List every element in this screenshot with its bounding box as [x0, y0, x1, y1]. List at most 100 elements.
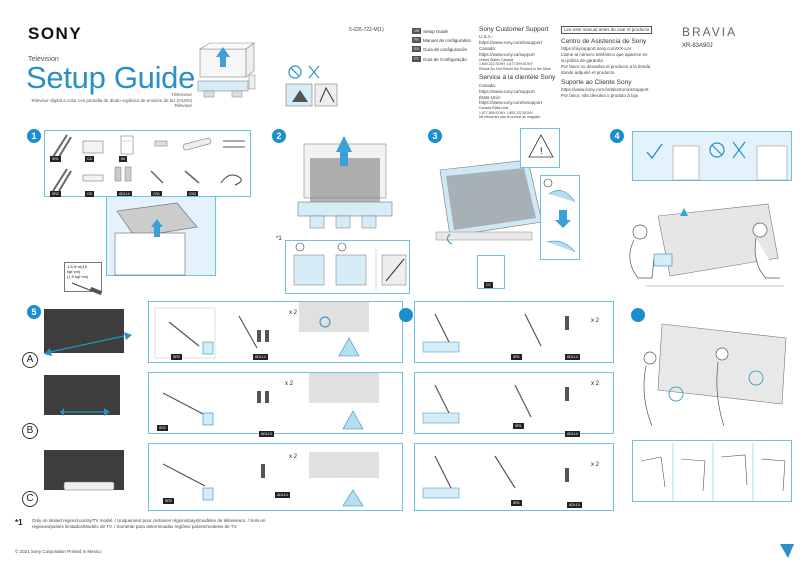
part-badge: SR1 [511, 500, 522, 506]
step-2-number: 2 [272, 129, 286, 143]
support-line: Por favor no devuelva el producto a la t… [561, 63, 651, 69]
step-6-detail-panel [632, 440, 792, 502]
screwdriver-icon [70, 281, 104, 295]
support-line: Please Do Not Return the Product to the … [479, 66, 551, 71]
row-a-stand-arrow [44, 330, 144, 360]
step-3-number: 3 [428, 129, 442, 143]
lang-code: PT [412, 56, 421, 62]
row-a-panel-2: SR1 ADL14 x 2 [414, 301, 614, 363]
row-c-soundbar [60, 478, 120, 494]
footnote-marker: *1 [15, 518, 23, 527]
support-line: Llame al número telefónico que aparece e… [561, 52, 648, 58]
part-badge: SR1 [513, 423, 524, 429]
screw-count: x 2 [289, 454, 298, 460]
support-heading: Service à la clientèle Sony [479, 74, 556, 82]
part-badge: SR2 [50, 191, 61, 197]
lang-label: Setup Guide [423, 28, 449, 34]
lang-label: Guia de Configuração [423, 56, 467, 62]
torque-note: 1.5 N·m{15 kgf·cm} (1.5 kgf·cm) [64, 262, 102, 292]
part-badge: SR2 [163, 498, 174, 504]
support-link[interactable]: https://www.sony.ca/support [479, 51, 535, 57]
support-phone: 1.800.222.SONY 1.877.899.SONY [479, 62, 533, 67]
screw-count: x 2 [591, 318, 600, 324]
support-line: Canada États-Unis [479, 106, 509, 111]
part-badge: SR2 [157, 425, 168, 431]
part-badge: ADL14 [117, 191, 132, 197]
product-category: Television [28, 56, 59, 63]
step-4-do-dont-panel [632, 131, 792, 181]
unboxing-illustration [194, 37, 262, 103]
copyright: © 2021 Sony Corporation Printed in Mexic… [15, 549, 102, 554]
support-line: Canada: [479, 82, 497, 88]
subtitle: Téléviseur Televisor digital a color con… [22, 92, 192, 109]
support-link[interactable]: https://www.sony.ca/support [479, 88, 535, 94]
support-line: donde adquirió el producto [561, 69, 615, 75]
row-b-stand-arrow [60, 404, 110, 418]
screw-count: x 2 [285, 381, 294, 387]
page-title: Setup Guide [26, 60, 196, 95]
step-3-illustration [432, 150, 552, 250]
row-b-letter: B [22, 423, 38, 439]
screw-count: x 2 [591, 462, 600, 468]
lang-code: US [412, 28, 421, 34]
part-badge: ADL14 [565, 431, 580, 437]
support-es: Lea este manual antes de usar el product… [561, 26, 671, 99]
part-badge: ADL14 [259, 431, 274, 437]
part-badge: SR1 [50, 156, 61, 162]
support-line: su póliza de garantía [561, 57, 603, 63]
subtitle-line: Televisor [174, 103, 192, 109]
support-link[interactable]: https://www.sony.com.br/electronics/supp… [561, 86, 649, 92]
support-line: United States Canada [479, 57, 514, 62]
lang-label: Guía de configuración [423, 46, 468, 52]
support-phone: 1.877.899.SONY 1.800.222.SONY [479, 110, 533, 115]
part-badge: ADL14 [253, 354, 268, 360]
row-b-tv [44, 375, 120, 415]
part-badge: SR1 [511, 354, 522, 360]
subtitle-line: Televisor digital a color con pantalla d… [31, 97, 192, 103]
subtitle-line: Téléviseur [171, 92, 192, 97]
step-3-detail-panel [540, 175, 580, 260]
row-c-panel-2: SR1 ADL14 x 2 [414, 443, 614, 511]
step-2-illustration [290, 130, 400, 240]
step-4-number: 4 [610, 129, 624, 143]
support-link[interactable]: https://mysupport.sony.com/XX-LA/ [561, 46, 632, 52]
row-c-panel-1: SR2 ADL14 x 2 [148, 443, 403, 511]
step-3-cc-panel: CC [477, 255, 505, 289]
step-2-detail-panel [285, 240, 410, 294]
part-badge: ADL14 [567, 502, 582, 508]
step-1-number: 1 [27, 129, 41, 143]
page-turn-icon [776, 540, 798, 562]
model-number: XR-83A90J [682, 43, 713, 49]
lang-label: Manuel de configuration [423, 37, 472, 43]
part-badge: CN2 [187, 191, 199, 197]
part-badge: CN1 [151, 191, 163, 197]
support-link[interactable]: https://www.sony.com/tvsupport [479, 40, 542, 46]
row-c-letter: C [22, 491, 38, 507]
part-badge: CA [85, 156, 94, 162]
lang-code: FR [412, 37, 421, 43]
part-badge: ADL14 [565, 354, 580, 360]
part-badge: ADL14 [275, 492, 290, 498]
part-badge: IM [119, 156, 127, 162]
support-line: U.S.A.: [479, 34, 494, 40]
lang-code: ES [412, 46, 421, 52]
support-line: Por favor, não devolva o produto à loja [561, 92, 639, 98]
support-heading: Sony Customer Support [479, 26, 549, 33]
support-line: Ne retournez pas le produit au magasin [479, 115, 541, 120]
part-number: 5-026-722-M(1) [349, 27, 384, 33]
support-line: États-Unis: [479, 94, 502, 100]
step-4-illustration [618, 186, 793, 296]
part-badge: SR2 [171, 354, 182, 360]
step-6-number [631, 308, 645, 322]
step-6-illustration [636, 318, 796, 438]
support-link[interactable]: https://www.sony.com/tvsupport [479, 100, 542, 106]
support-en: Sony Customer Support U.S.A.: https://ww… [479, 26, 559, 120]
do-not-illustration [282, 62, 340, 110]
screw-count: x 2 [289, 310, 298, 316]
part-badge: CB [85, 191, 94, 197]
step-5-number: 5 [27, 305, 41, 319]
